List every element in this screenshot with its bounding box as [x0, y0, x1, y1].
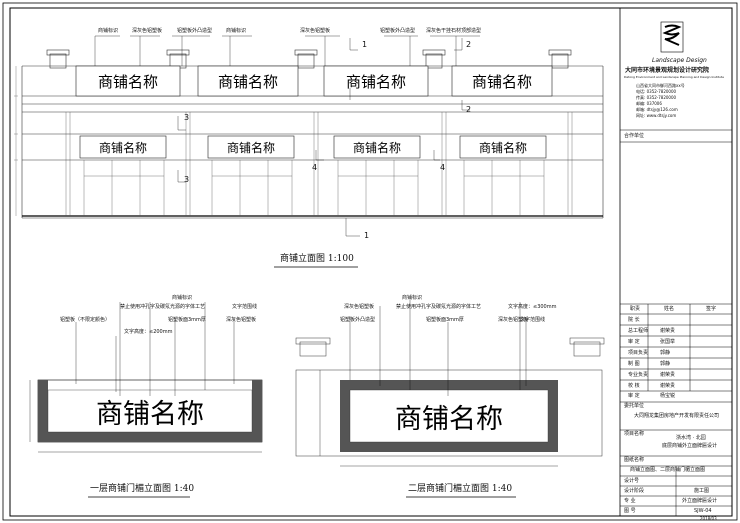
- section-marker-2-bottom: 2: [466, 105, 472, 114]
- roles-header-name: 姓名: [664, 306, 675, 312]
- sheet-no-label: 图 号: [624, 508, 636, 514]
- section-marker-3-top: 3: [184, 113, 190, 122]
- annotation-convex-panel-2: 铝塑板外凸造型: [380, 28, 416, 34]
- detail2-sign: 商铺名称: [395, 403, 503, 435]
- company-name-en: Landscape Design: [652, 57, 707, 64]
- role-name: 谢荣贵: [660, 383, 676, 389]
- sign-upper-1: 商铺名称: [97, 72, 158, 91]
- contact-line: 邮编: 037006: [636, 101, 662, 106]
- role-label: 审 定: [628, 393, 640, 399]
- role-label: 总工程师: [628, 328, 649, 334]
- drawing-name: 商铺立面图、二层商铺门楣立面图: [630, 467, 706, 473]
- sign-upper-2: 商铺名称: [217, 72, 278, 91]
- contact-line: 电话: 0352-7820000: [636, 89, 677, 94]
- detail2-annotation-thickness: 铝塑板面3mm厚: [426, 317, 464, 323]
- sign-upper-4: 商铺名称: [471, 72, 532, 91]
- title-block-grid: [620, 129, 732, 516]
- date: 2018/03: [700, 516, 717, 521]
- design-stage: 施工图: [694, 488, 710, 494]
- detail1-annotation-range: 文字范围线: [232, 304, 258, 310]
- roles-header-sign: 签字: [706, 306, 717, 312]
- section-marker-4-right: 4: [440, 163, 446, 172]
- drawing-name-label: 图纸名称: [624, 457, 645, 463]
- sign-lower-2: 商铺名称: [226, 140, 275, 155]
- company-logo-icon: [660, 21, 684, 53]
- detail1-sign: 商铺名称: [96, 398, 204, 430]
- cooperation-label: 合作单位: [624, 133, 645, 139]
- role-label: 专业负责: [628, 372, 649, 378]
- sign-lower-1: 商铺名称: [98, 140, 147, 155]
- roles-header-role: 职责: [630, 306, 641, 312]
- project-label: 项目名称: [624, 431, 645, 437]
- project-name-line2: 底层商铺外立面牌匾设计: [662, 443, 718, 449]
- drawing-no-label: 设计号: [624, 478, 640, 484]
- detail2-annotation-logo: 商铺标识: [402, 295, 423, 301]
- role-label: 项目负责: [628, 350, 649, 356]
- section-marker-4-left: 4: [312, 163, 318, 172]
- detail1-annotation-panel: 铝塑板（不限定颜色）: [60, 317, 111, 323]
- role-label: 校 核: [628, 383, 640, 389]
- design-stage-label: 设计阶段: [624, 488, 645, 494]
- role-name: 郭静: [660, 350, 671, 356]
- detail1-annotation-height: 文字高度：≤200mm: [124, 329, 173, 335]
- annotation-shop-logo: 商铺标识: [98, 28, 119, 34]
- shop-elevation: [14, 49, 604, 219]
- detail1-title: 一层商铺门楣立面图 1:40: [90, 484, 195, 494]
- company-name-sub: Datong Environment and Landscape Plannin…: [624, 75, 724, 79]
- annotation-shop-logo-2: 商铺标识: [226, 28, 247, 34]
- role-label: 审 定: [628, 339, 640, 345]
- client-name: 大同翔龙集团房地产开发有限责任公司: [634, 413, 720, 419]
- detail2-annotation-prohibit: 禁止使用冲孔字及碳氖光源的字体工艺: [396, 304, 482, 310]
- annotation-grey-panel: 深灰色铝塑板: [132, 28, 163, 34]
- detail2-title: 二层商铺门楣立面图 1:40: [408, 484, 513, 494]
- elevation-leaders: [94, 35, 480, 237]
- detail1-annotation-logo: 商铺标识: [172, 295, 193, 301]
- detail1-drawing: [29, 302, 263, 453]
- contact-line: 邮箱: dtsjy@126.com: [636, 107, 678, 112]
- project-name-line1: 浙水湾 · 北园: [676, 435, 706, 441]
- section-marker-3-bottom: 3: [184, 175, 190, 184]
- detail1-annotation-grey: 深灰色铝塑板: [226, 317, 257, 323]
- detail2-annotation-grey-2: 深灰色铝塑板: [498, 317, 529, 323]
- detail2-annotation-height: 文字高度：≤300mm: [508, 304, 557, 310]
- role-label: 制 图: [628, 361, 640, 367]
- role-name: 谢荣贵: [660, 328, 676, 334]
- sheet-no: SJW-04: [694, 508, 712, 514]
- annotation-grey-panel-2: 深灰色铝塑板: [300, 28, 331, 34]
- specialty: 外立面牌匾设计: [682, 498, 718, 504]
- detail2-drawing: [295, 300, 605, 467]
- section-marker-2-top: 2: [466, 40, 472, 49]
- annotation-stone-top: 深灰色干挂石材顶部造型: [426, 28, 482, 34]
- specialty-label: 专 业: [624, 498, 636, 504]
- sign-upper-3: 商铺名称: [345, 72, 406, 91]
- contact-line: 传真: 0352-7820000: [636, 95, 677, 100]
- client-label: 委托单位: [624, 403, 645, 409]
- detail2-annotation-range: 文字范围线: [520, 317, 546, 323]
- detail2-annotation-convex: 铝塑板外凸造型: [340, 317, 376, 323]
- sign-lower-4: 商铺名称: [478, 140, 527, 155]
- sign-lower-3: 商铺名称: [352, 140, 401, 155]
- role-name: 张国举: [660, 339, 676, 345]
- detail1-annotation-prohibit: 禁止使用冲孔字及碳氖光源的字体工艺: [120, 304, 206, 310]
- contact-line: 网址: www.dtsjy.com: [636, 113, 677, 118]
- drawing-border: [9, 7, 733, 517]
- elevation-title: 商铺立面图 1:100: [280, 254, 354, 264]
- section-marker-1-top: 1: [362, 40, 368, 49]
- detail2-annotation-grey: 深灰色铝塑板: [344, 304, 375, 310]
- role-name: 郭静: [660, 361, 671, 367]
- section-marker-1-bottom: 1: [364, 231, 370, 240]
- role-name: 杨宝锐: [660, 393, 676, 399]
- company-name-cn: 大同市环境景观规划设计研究院: [625, 67, 710, 74]
- role-name: 谢荣贵: [660, 372, 676, 378]
- contact-line: 山西省大同市御河西路xx号: [636, 83, 685, 88]
- detail1-annotation-thickness: 铝塑板面3mm厚: [168, 317, 206, 323]
- role-label: 院 长: [628, 317, 640, 323]
- annotation-convex-panel: 铝塑板外凸造型: [177, 28, 213, 34]
